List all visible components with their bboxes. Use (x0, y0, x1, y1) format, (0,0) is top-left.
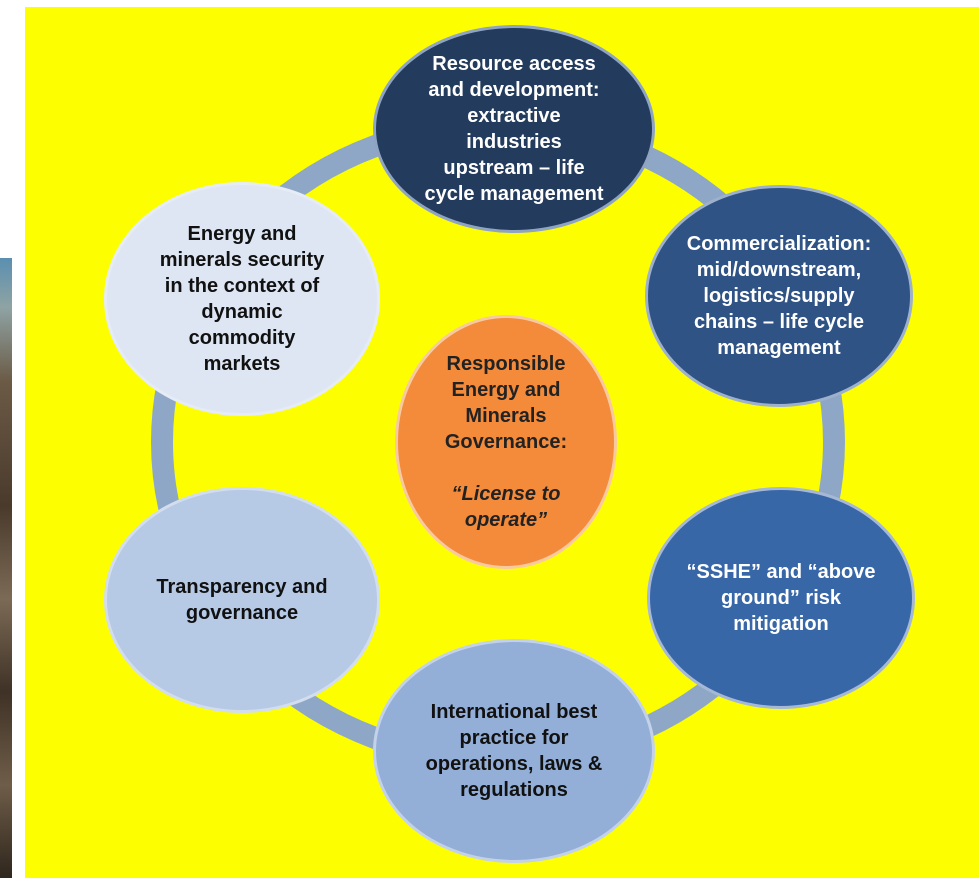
node-transparency-label: Transparency and governance (156, 576, 328, 624)
node-energy-security: Energy and minerals security in the cont… (104, 182, 380, 416)
node-resource-access: Resource access and development: extract… (373, 25, 655, 233)
background-photo-edge (0, 258, 12, 878)
node-energy-security-label: Energy and minerals security in the cont… (159, 223, 325, 375)
node-commercialization-label: Commercialization: mid/downstream, logis… (686, 233, 872, 359)
center-title: Responsible Energy and Minerals Governan… (444, 353, 568, 453)
node-commercialization: Commercialization: mid/downstream, logis… (645, 185, 913, 407)
node-transparency: Transparency and governance (104, 487, 380, 713)
node-sshe-risk: “SSHE” and “above ground” risk mitigatio… (647, 487, 915, 709)
node-best-practice-label: International best practice for operatio… (425, 701, 603, 801)
node-best-practice: International best practice for operatio… (373, 639, 655, 863)
center-subtitle: “License to operate” (451, 483, 561, 531)
node-sshe-risk-label: “SSHE” and “above ground” risk mitigatio… (686, 561, 876, 635)
node-center-governance: Responsible Energy and Minerals Governan… (395, 315, 617, 569)
center-label-wrapper: Responsible Energy and Minerals Governan… (445, 325, 567, 559)
node-resource-access-label: Resource access and development: extract… (424, 53, 604, 205)
diagram-panel: Resource access and development: extract… (25, 7, 979, 878)
